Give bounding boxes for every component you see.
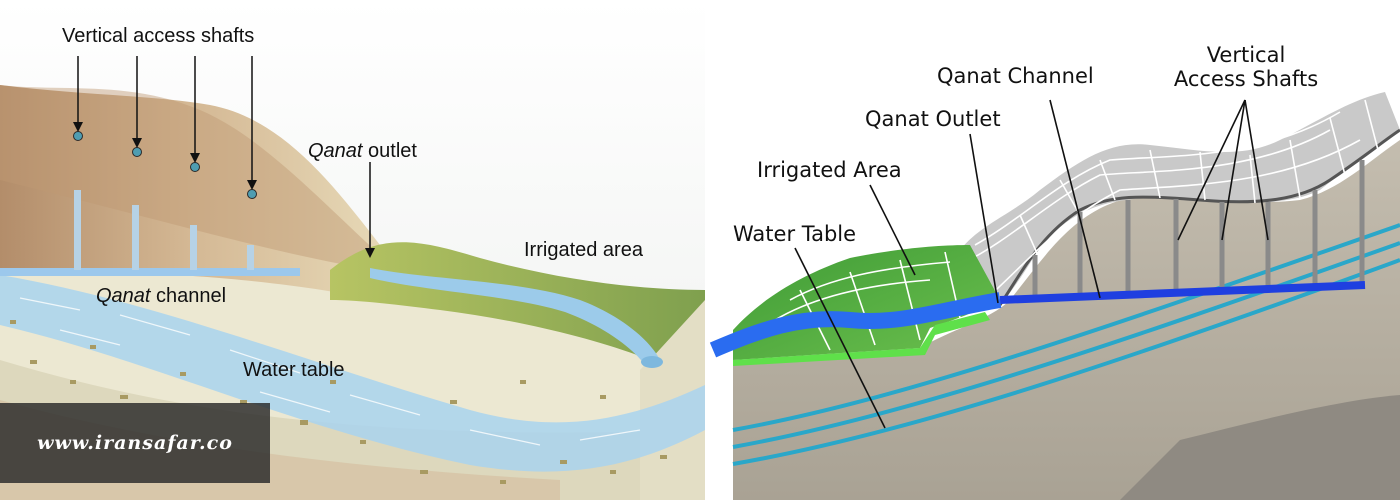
label-water-table-right: Water Table: [733, 222, 856, 246]
label-qanat-channel-italic: Qanat: [96, 285, 152, 307]
left-qanat-channel: [0, 268, 300, 276]
panel-divider: [705, 0, 733, 500]
rock-flecks: [10, 320, 667, 484]
hill: [0, 85, 380, 300]
label-qanat-outlet-rest: outlet: [362, 140, 417, 162]
right-pointer-lines: [794, 99, 1269, 429]
label-qanat-outlet-italic: Qanat: [308, 140, 364, 162]
shaft-heads: [73, 131, 257, 199]
label-vertical: Vertical: [1207, 43, 1286, 67]
right-shafts: [1032, 160, 1365, 300]
watermark-banner: www.iransafar.co: [0, 403, 270, 483]
label-qanat-outlet: Qanat outlet: [308, 140, 417, 162]
label-irrigated-area: Irrigated area: [524, 239, 644, 261]
hill-shade: [0, 85, 380, 270]
outlet-stream: [370, 268, 660, 365]
watermark-text: www.iransafar.co: [37, 432, 233, 454]
right-qanat-channel: [999, 281, 1366, 304]
right-outlet-stream: [709, 292, 1002, 358]
right-hill-edge: [998, 128, 1400, 306]
right-irrigated-green: [733, 245, 1000, 360]
label-vertical-access-shafts: Vertical access shafts: [62, 25, 254, 47]
left-arrowheads: [73, 122, 375, 258]
label-qanat-channel-rest: channel: [150, 285, 226, 307]
left-shafts: [74, 190, 254, 270]
left-arrows: [77, 56, 371, 250]
right-grass-edge: [733, 312, 990, 366]
cap-grid: [964, 99, 1379, 301]
water-table-band: [0, 275, 705, 472]
stream-end: [641, 356, 663, 368]
label-qanat-channel: Qanat channel: [96, 285, 226, 307]
right-panel: Vertical Access Shafts Qanat Channel Qan…: [709, 0, 1400, 500]
label-access-shafts: Access Shafts: [1174, 67, 1318, 91]
label-irrigated-area-right: Irrigated Area: [757, 158, 902, 182]
label-water-table: Water table: [243, 359, 345, 381]
label-qanat-outlet-right: Qanat Outlet: [865, 107, 1001, 131]
label-qanat-channel-right: Qanat Channel: [937, 64, 1094, 88]
right-bedrock: [1120, 395, 1400, 500]
water-table-texture: [19, 297, 641, 446]
